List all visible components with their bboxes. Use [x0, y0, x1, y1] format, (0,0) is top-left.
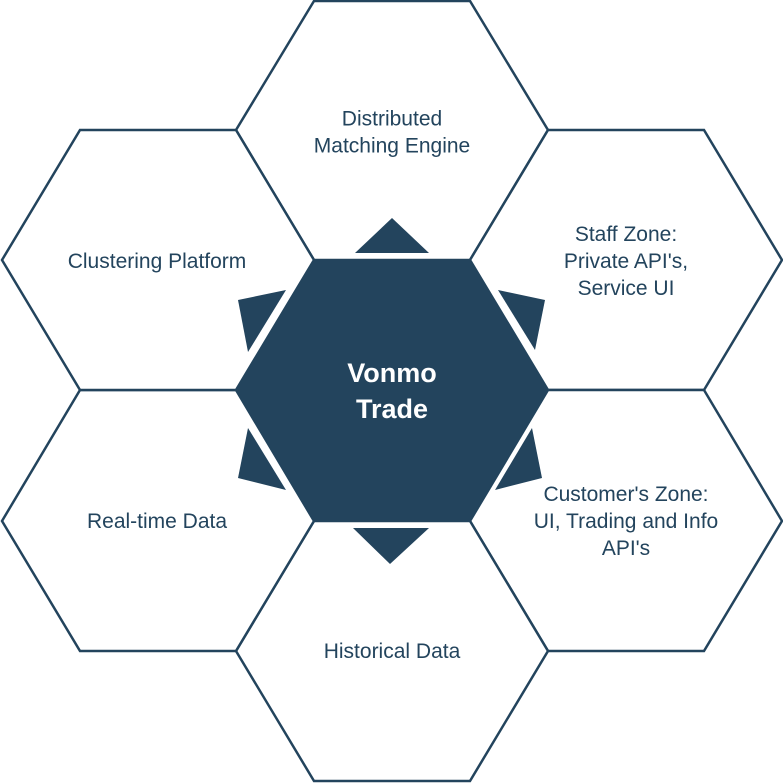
- hex-label-upper-right: Staff Zone: Private API's, Service UI: [564, 223, 688, 300]
- label-line: Trade: [356, 394, 428, 424]
- label-line: UI, Trading and Info: [534, 510, 718, 533]
- label-line: Historical Data: [324, 640, 461, 663]
- label-line: Service UI: [578, 277, 675, 300]
- label-line: Customer's Zone:: [543, 483, 708, 506]
- arrow-to-bottom: [353, 528, 429, 564]
- label-line: Clustering Platform: [68, 250, 247, 273]
- label-line: Matching Engine: [314, 135, 470, 158]
- label-line: Private API's,: [564, 250, 688, 273]
- arrow-to-upper-right: [498, 290, 545, 350]
- arrow-to-upper-left: [238, 290, 286, 352]
- label-line: Distributed: [342, 108, 442, 131]
- hex-label-lower-left: Real-time Data: [87, 510, 227, 533]
- arrow-to-lower-left: [238, 428, 286, 490]
- label-line: Staff Zone:: [575, 223, 677, 246]
- arrow-to-lower-right: [495, 428, 542, 490]
- hex-node-upper-right[interactable]: Staff Zone: Private API's, Service UI: [468, 128, 783, 392]
- label-line: Vonmo: [347, 358, 437, 388]
- label-line: Real-time Data: [87, 510, 227, 533]
- arrow-to-top: [355, 218, 429, 253]
- hex-label-upper-left: Clustering Platform: [68, 250, 247, 273]
- label-line: API's: [602, 537, 650, 560]
- hex-label-bottom: Historical Data: [324, 640, 461, 663]
